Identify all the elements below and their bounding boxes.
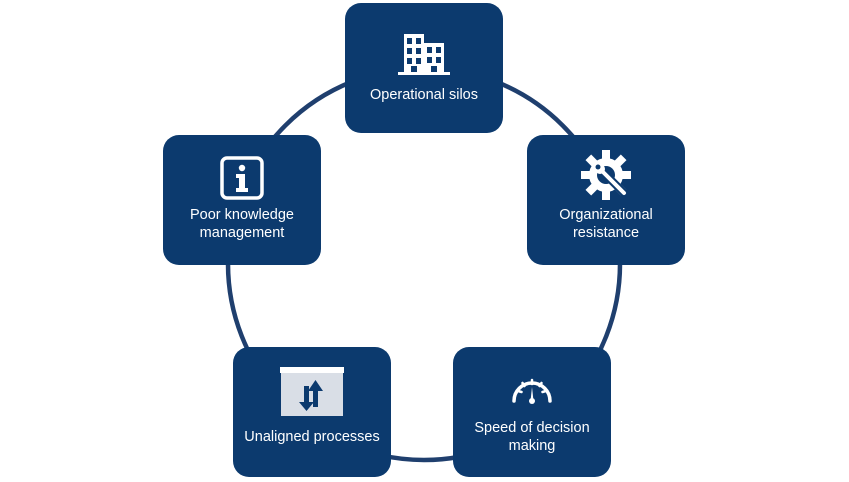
swap-arrows-icon [233,367,391,417]
node-label: Operational silos [370,87,478,103]
node-unaligned-processes: Unaligned processes [233,347,391,477]
node-operational-silos: Operational silos [345,3,503,133]
node-organizational-resistance: Organizational resistance [527,135,685,265]
node-label: Unaligned processes [244,429,380,445]
node-label: Poor knowledge management [190,207,294,241]
buildings-icon [345,31,503,77]
node-label: Organizational resistance [559,207,653,241]
node-poor-knowledge-management: Poor knowledge management [163,135,321,265]
info-icon [163,155,321,201]
speedometer-icon [453,371,611,407]
gear-wrench-icon [527,147,685,203]
node-label: Speed of decision making [474,420,590,454]
node-speed-of-decision-making: Speed of decision making [453,347,611,477]
